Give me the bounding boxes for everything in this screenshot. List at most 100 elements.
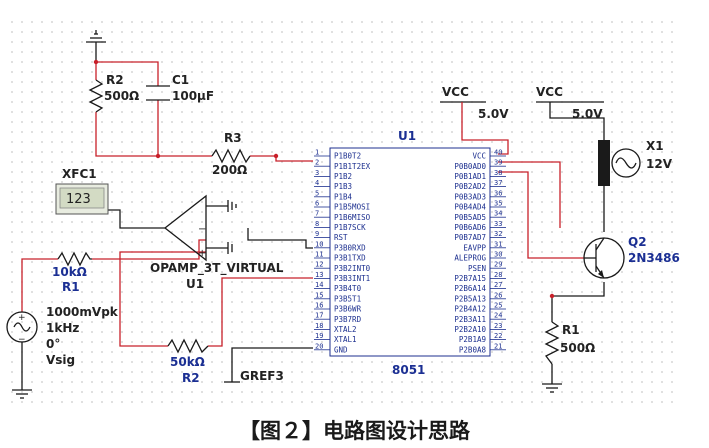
mcu-pin-number: 40 — [494, 149, 502, 157]
mcu-pin-name: P0B2AD2 — [454, 182, 486, 191]
mcu-pin-number: 36 — [494, 189, 502, 197]
mcu-pin-name: P0B0AD0 — [454, 162, 486, 171]
vcc2-voltage: 5.0V — [572, 107, 603, 121]
gref3-ground[interactable]: GREF3 — [224, 369, 284, 383]
q2-ref: Q2 — [628, 235, 647, 249]
vsig-amplitude: 1000mVpk — [46, 305, 119, 319]
wire-r2-c1-top — [96, 61, 159, 86]
mcu-pin-number: 30 — [494, 251, 502, 259]
mcu-pin-number: 21 — [494, 342, 502, 350]
mcu-pin-number: 7 — [315, 210, 319, 218]
mcu-pin-name: GND — [334, 345, 348, 354]
ground-top[interactable] — [86, 30, 106, 43]
r1-left-ref: R1 — [62, 280, 80, 294]
mcu-pin-name: P2B5A13 — [454, 294, 486, 303]
mcu-pin-name: P3B0RXD — [334, 243, 366, 252]
mcu-pin-name: P2B7A15 — [454, 274, 486, 283]
mcu-pin-number: 15 — [315, 291, 323, 299]
wire-opamp-out — [247, 228, 313, 249]
mcu-pin-number: 31 — [494, 240, 502, 248]
vsig-ac-source[interactable]: + − 1000mVpk 1kHz 0° Vsig — [6, 305, 119, 367]
mcu-pin-number: 22 — [494, 332, 502, 340]
mcu-pin-number: 6 — [315, 200, 319, 208]
junction-dot — [155, 153, 161, 159]
mcu-pin-name: P3B2INT0 — [334, 264, 371, 273]
mcu-pin-number: 29 — [494, 261, 502, 269]
r2-bottom-resistor[interactable]: 50kΩ R2 — [167, 338, 209, 385]
vcc2-supply[interactable]: VCC 5.0V — [536, 85, 603, 121]
mcu-pin-name: P1B4 — [334, 192, 353, 201]
mcu-pin-name: XTAL1 — [334, 335, 357, 344]
mcu-pin-number: 3 — [315, 169, 319, 177]
mcu-pin-name: P2B2A10 — [454, 325, 486, 334]
mcu-pin-number: 35 — [494, 200, 502, 208]
mcu-pin-number: 17 — [315, 312, 323, 320]
mcu-pin-name: P1B2 — [334, 172, 352, 181]
mcu-pin-name: P3B4T0 — [334, 284, 362, 293]
mcu-pin-number: 4 — [315, 179, 319, 187]
opamp-u1[interactable]: − + OPAMP_3T_VIRTUAL U1 — [150, 194, 284, 291]
mcu-pin-name: P0B7AD7 — [454, 233, 486, 242]
vsig-freq: 1kHz — [46, 321, 79, 335]
figure-caption: 【图２】电路图设计思路 — [239, 419, 470, 443]
mcu-pin-name: P1B7SCK — [334, 223, 366, 232]
mcu-pin-name: P3B5T1 — [334, 294, 361, 303]
mcu-pin-name: P0B4AD4 — [454, 203, 486, 212]
wire-r2-bottom — [95, 112, 158, 157]
r2-bottom-ref: R2 — [182, 371, 200, 385]
vcc2-label: VCC — [536, 85, 563, 99]
ground-vsig — [12, 389, 32, 399]
mcu-pin-number: 39 — [494, 159, 502, 167]
mcu-pin-name: P3B6WR — [334, 305, 362, 314]
mcu-pin-name: P2B4A12 — [454, 305, 486, 314]
r1-left-value: 10kΩ — [52, 265, 87, 279]
opamp-model: OPAMP_3T_VIRTUAL — [150, 261, 284, 276]
vcc1-supply[interactable]: VCC 5.0V — [442, 85, 509, 121]
mcu-pin-name: P1B0T2 — [334, 152, 361, 161]
x1-value: 12V — [646, 157, 673, 171]
mcu-pin-name: P0B5AD5 — [454, 213, 486, 222]
wire-q2-emitter — [551, 282, 605, 322]
q2-transistor[interactable]: Q2 2N3486 — [583, 235, 680, 279]
mcu-pin-name: P0B1AD1 — [454, 172, 486, 181]
mcu-pin-number: 20 — [315, 342, 323, 350]
q2-model: 2N3486 — [628, 251, 680, 265]
c1-capacitor[interactable]: C1 100μF — [146, 73, 214, 103]
vcc1-label: VCC — [442, 85, 469, 99]
mcu-pin-number: 37 — [494, 179, 502, 187]
wire-vcc2-down — [549, 102, 605, 140]
c1-ref: C1 — [172, 73, 189, 87]
vsig-plus: + — [18, 313, 26, 323]
r1-right-resistor[interactable]: R1 500Ω — [544, 321, 595, 365]
x1-lamp[interactable]: X1 12V — [598, 139, 673, 186]
mcu-pin-name: P2B6A14 — [454, 284, 486, 293]
r2-top-value: 500Ω — [104, 89, 139, 103]
wire-vcc1-to-pin40 — [461, 102, 509, 155]
r2-top-resistor[interactable]: R2 500Ω — [88, 73, 139, 113]
mcu-pin-number: 28 — [494, 271, 502, 279]
r3-resistor[interactable]: R3 200Ω — [211, 131, 251, 177]
mcu-pin-name: P1B6MISO — [334, 213, 371, 222]
wire-xfc-opamp — [108, 209, 165, 229]
xfc1-ref: XFC1 — [62, 167, 97, 181]
wire-p0-to-q2 — [498, 161, 561, 228]
mcu-pin-number: 1 — [315, 149, 319, 157]
r1-left-resistor[interactable]: 10kΩ R1 — [52, 251, 92, 294]
vsig-ref: Vsig — [46, 353, 75, 367]
vsig-phase: 0° — [46, 337, 60, 351]
r3-ref: R3 — [224, 131, 242, 145]
mcu-pin-number: 34 — [494, 210, 502, 218]
mcu-pin-name: P0B6AD6 — [454, 223, 486, 232]
mcu-pin-number: 8 — [315, 220, 319, 228]
vsig-minus: − — [18, 335, 26, 345]
xfc1-frequency-counter[interactable]: XFC1 123 — [55, 167, 109, 215]
mcu-pin-name: P2B1A9 — [459, 335, 486, 344]
c1-value: 100μF — [172, 89, 214, 103]
wire-vsig-to-r1 — [21, 258, 58, 312]
mcu-pin-name: XTAL2 — [334, 325, 357, 334]
r2-top-ref: R2 — [106, 73, 124, 87]
mcu-pin-number: 23 — [494, 322, 502, 330]
mcu-pin-name: P1B5MOSI — [334, 203, 370, 212]
